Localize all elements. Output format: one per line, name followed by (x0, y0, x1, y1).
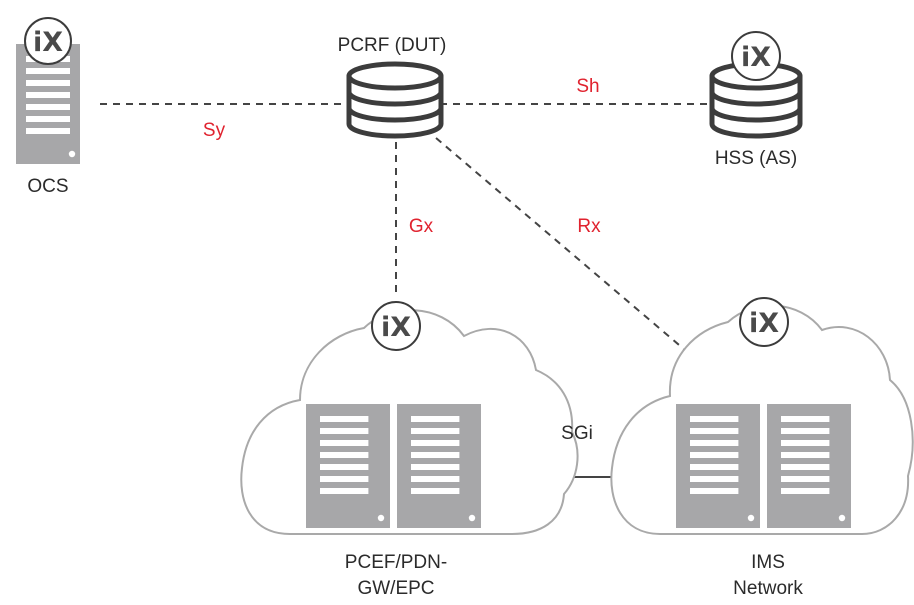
pcrf-database-icon (346, 61, 444, 139)
ims-server-1-icon (676, 404, 760, 528)
svg-text:iX: iX (749, 308, 779, 339)
pcef-server-1-icon (306, 404, 390, 528)
svg-text:iX: iX (741, 42, 771, 73)
ims-server-2-icon (767, 404, 851, 528)
gx-interface-label: Gx (409, 216, 434, 237)
hss-ixia-badge-icon: iX (731, 31, 781, 81)
svg-text:iX: iX (33, 27, 63, 58)
pcef-label-line-2: GW/EPC (357, 578, 434, 599)
ims-ixia-badge-icon: iX (739, 297, 789, 347)
rx-interface-label: Rx (577, 216, 601, 237)
hss-database-icon (709, 61, 803, 139)
pcef-ixia-badge-icon: iX (371, 301, 421, 351)
ocs-label: OCS (27, 176, 68, 197)
pcef-label-line-1: PCEF/PDN- (345, 552, 447, 573)
sgi-interface-label: SGi (561, 423, 593, 444)
rx-link (435, 137, 693, 357)
pcef-server-2-icon (397, 404, 481, 528)
sh-interface-label: Sh (576, 76, 599, 97)
ocs-ixia-badge-icon: iX (24, 17, 72, 65)
hss-label: HSS (AS) (715, 148, 797, 169)
pcrf-label: PCRF (DUT) (338, 35, 447, 56)
ims-label-line-2: Network (733, 578, 803, 599)
ims-label-line-1: IMS (751, 552, 785, 573)
svg-text:iX: iX (381, 312, 411, 343)
sy-interface-label: Sy (203, 120, 226, 141)
